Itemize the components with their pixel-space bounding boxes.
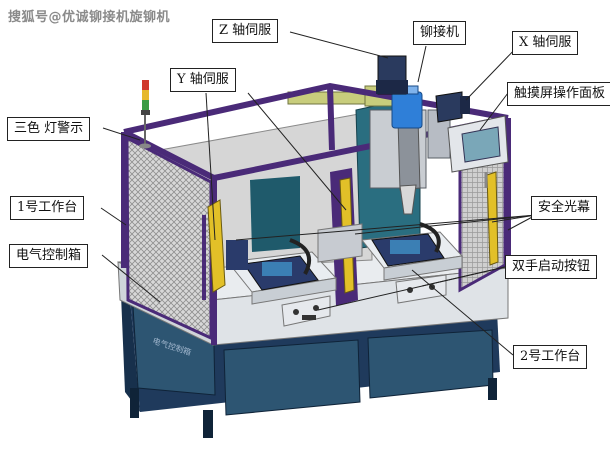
workstation-1	[226, 238, 337, 327]
tri-color-light	[139, 80, 151, 149]
label-touch-panel: 触摸屏操作面板	[507, 82, 610, 106]
leader-lines	[100, 31, 537, 356]
label-safety-curtain: 安全光幕	[531, 196, 598, 220]
label-x-servo: X 轴伺服	[512, 31, 579, 55]
watermark: 搜狐号@优诚铆接机旋铆机	[8, 10, 171, 25]
label-y-servo: Y 轴伺服	[170, 68, 236, 92]
x-servo-motor	[435, 91, 470, 123]
touch-panel-screen	[447, 115, 509, 188]
label-tri-light: 三色 灯警示	[7, 117, 91, 141]
label-riveter: 铆接机	[413, 21, 467, 45]
riveter-head	[369, 85, 451, 215]
label-z-servo: Z 轴伺服	[212, 19, 279, 43]
left-mesh-panel	[125, 135, 213, 341]
label-table-2: 2号工作台	[513, 345, 588, 369]
label-two-hand: 双手启动按钮	[505, 255, 598, 279]
label-table-1: 1号工作台	[10, 196, 85, 220]
z-servo-motor	[376, 55, 408, 95]
label-elec-box: 电气控制箱	[9, 244, 89, 268]
